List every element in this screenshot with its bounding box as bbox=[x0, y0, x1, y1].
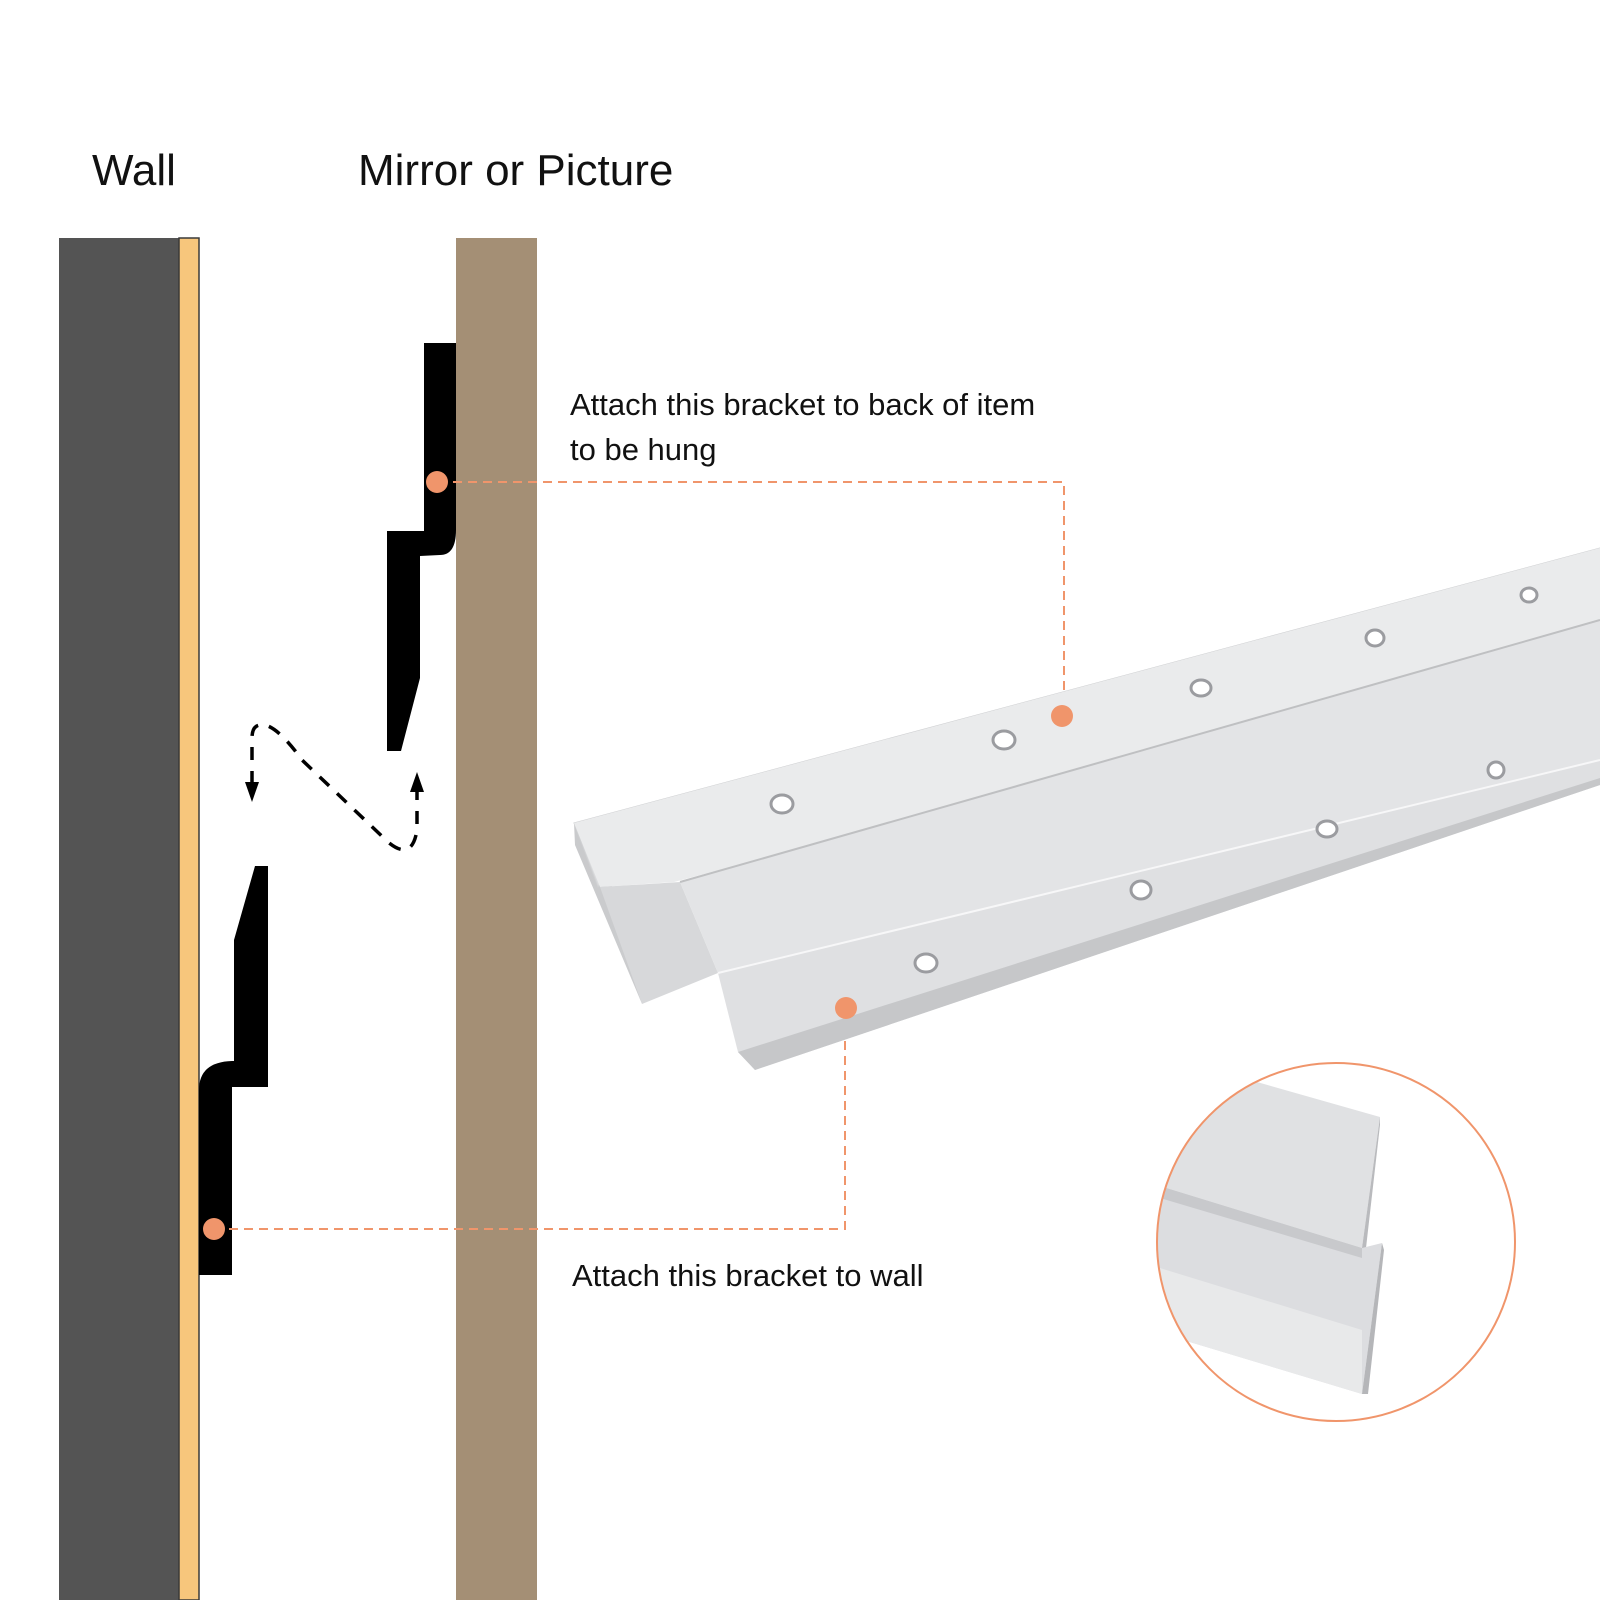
wall-surface-strip bbox=[178, 237, 200, 1600]
mirror-label: Mirror or Picture bbox=[358, 146, 674, 195]
callout-dot-wall-bracket bbox=[203, 1218, 225, 1240]
arrow-head-up bbox=[410, 772, 424, 792]
top-bracket-label: Attach this bracket to back of item to b… bbox=[570, 387, 1036, 467]
screw-hole bbox=[1519, 586, 1539, 604]
callout-line-bottom bbox=[214, 1007, 846, 1230]
screw-hole bbox=[1189, 678, 1213, 698]
callout-dot-bottom-rail bbox=[835, 997, 857, 1019]
callout-dot-mirror-bracket bbox=[426, 471, 448, 493]
zoom-upper-edge bbox=[1362, 1117, 1380, 1248]
callout-dot-top-rail bbox=[1051, 705, 1073, 727]
wall-bracket-profile bbox=[199, 866, 268, 1275]
rail-highlight-line bbox=[717, 759, 1600, 974]
zoom-detail bbox=[1156, 1062, 1516, 1422]
motion-arrow bbox=[250, 723, 419, 852]
mirror-bracket-profile bbox=[387, 343, 456, 751]
screw-hole bbox=[1315, 819, 1339, 839]
callout-line-top bbox=[438, 481, 1065, 714]
screw-hole bbox=[769, 793, 795, 815]
screw-hole bbox=[1129, 879, 1153, 901]
zoom-step-highlight bbox=[1157, 1183, 1362, 1258]
wall-panel bbox=[59, 238, 179, 1600]
zoom-bottom-highlight bbox=[1157, 1265, 1362, 1394]
screw-hole bbox=[1486, 760, 1506, 780]
front-rail-bottom-edge bbox=[738, 778, 1600, 1070]
front-rail-face bbox=[680, 620, 1600, 973]
wall-bracket-label: Attach this bracket to wall bbox=[572, 1258, 924, 1293]
rail-seam-line bbox=[679, 619, 1600, 883]
zoom-lower-edge bbox=[1362, 1243, 1384, 1394]
screw-hole bbox=[991, 729, 1017, 751]
arrow-head-down bbox=[245, 782, 259, 802]
screw-hole bbox=[1364, 628, 1386, 648]
screw-hole bbox=[913, 952, 939, 974]
zoom-circle-outline bbox=[1156, 1062, 1516, 1422]
back-rail-step bbox=[600, 882, 718, 1004]
mirror-panel bbox=[456, 238, 537, 1600]
aluminum-rails bbox=[573, 547, 1600, 1070]
wall-label: Wall bbox=[92, 146, 176, 195]
zoom-upper-face bbox=[1157, 1080, 1380, 1248]
back-rail-top bbox=[574, 548, 1600, 887]
